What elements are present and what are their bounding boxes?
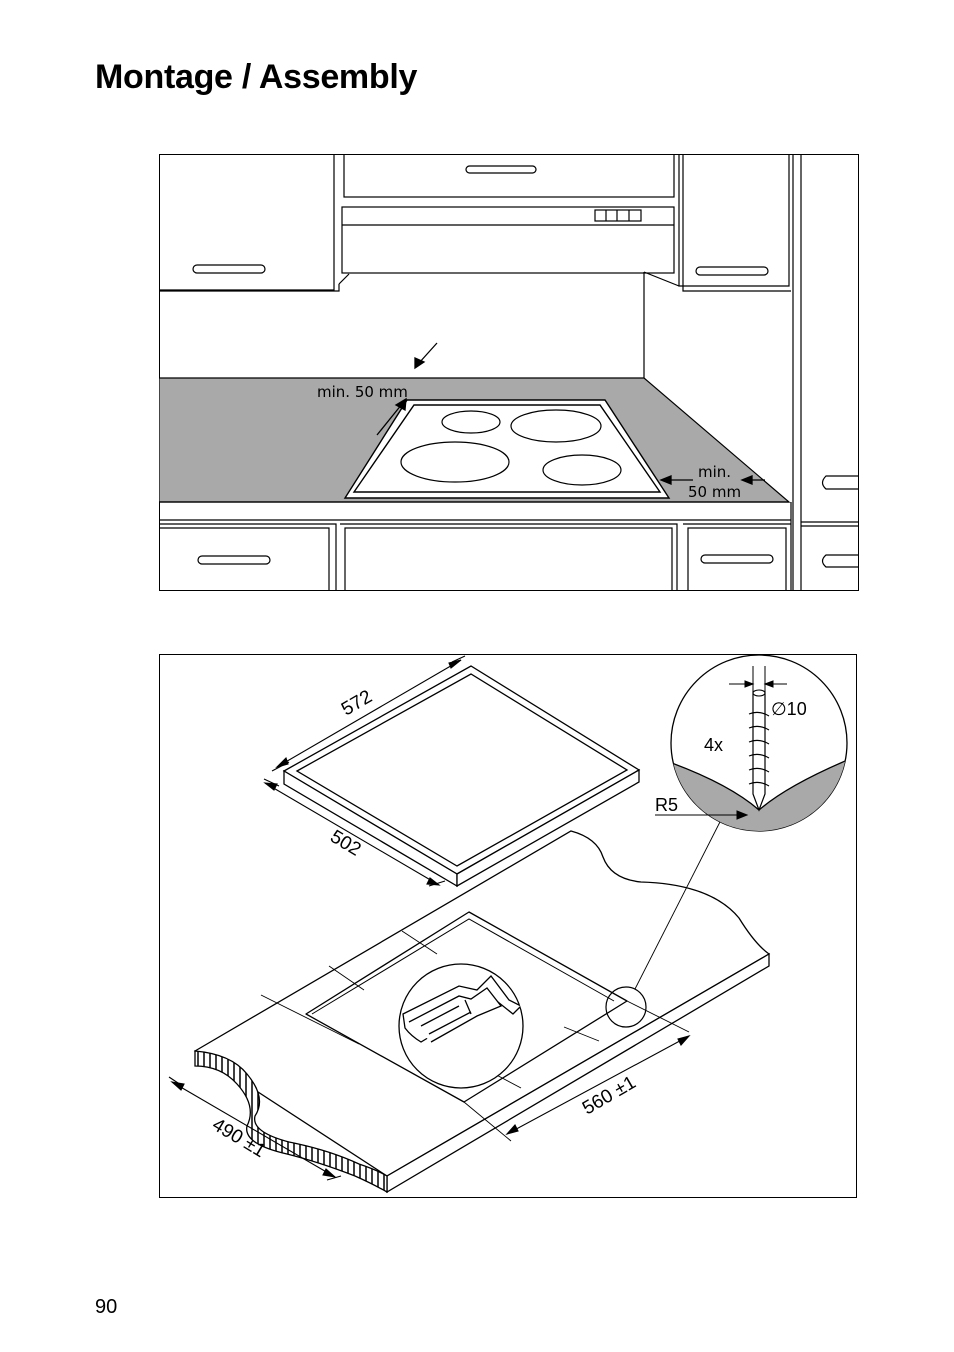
clearance-side-label-1: min. [698,463,731,481]
screw-count-label: 4x [704,735,723,755]
kitchen-illustration: min. 50 mm min. 50 mm [159,154,859,591]
fixing-clip-detail [398,963,524,1089]
drill-diameter-label: ∅10 [771,699,807,719]
page-title: Montage / Assembly [95,58,418,96]
hob-glass [352,404,662,493]
upper-cabinet-handle [465,165,537,174]
right-cabinet-handle [695,266,769,276]
clearance-side-label-2: 50 mm [688,483,741,501]
hob-isometric [282,665,641,888]
clearance-back-label: min. 50 mm [317,383,408,401]
cooking-zones [400,409,622,486]
corner-detail-marker [605,986,647,1028]
hood-controls [594,209,642,222]
corner-radius-label: R5 [655,795,678,815]
cutout-dimensions-figure: 572 502 [159,654,857,1198]
page-number: 90 [95,1296,118,1318]
cutout-illustration: 572 502 [159,654,857,1198]
kitchen-installation-figure: min. 50 mm min. 50 mm [159,154,859,591]
left-cabinet-handle [192,264,266,274]
extractor-hood [341,206,675,274]
